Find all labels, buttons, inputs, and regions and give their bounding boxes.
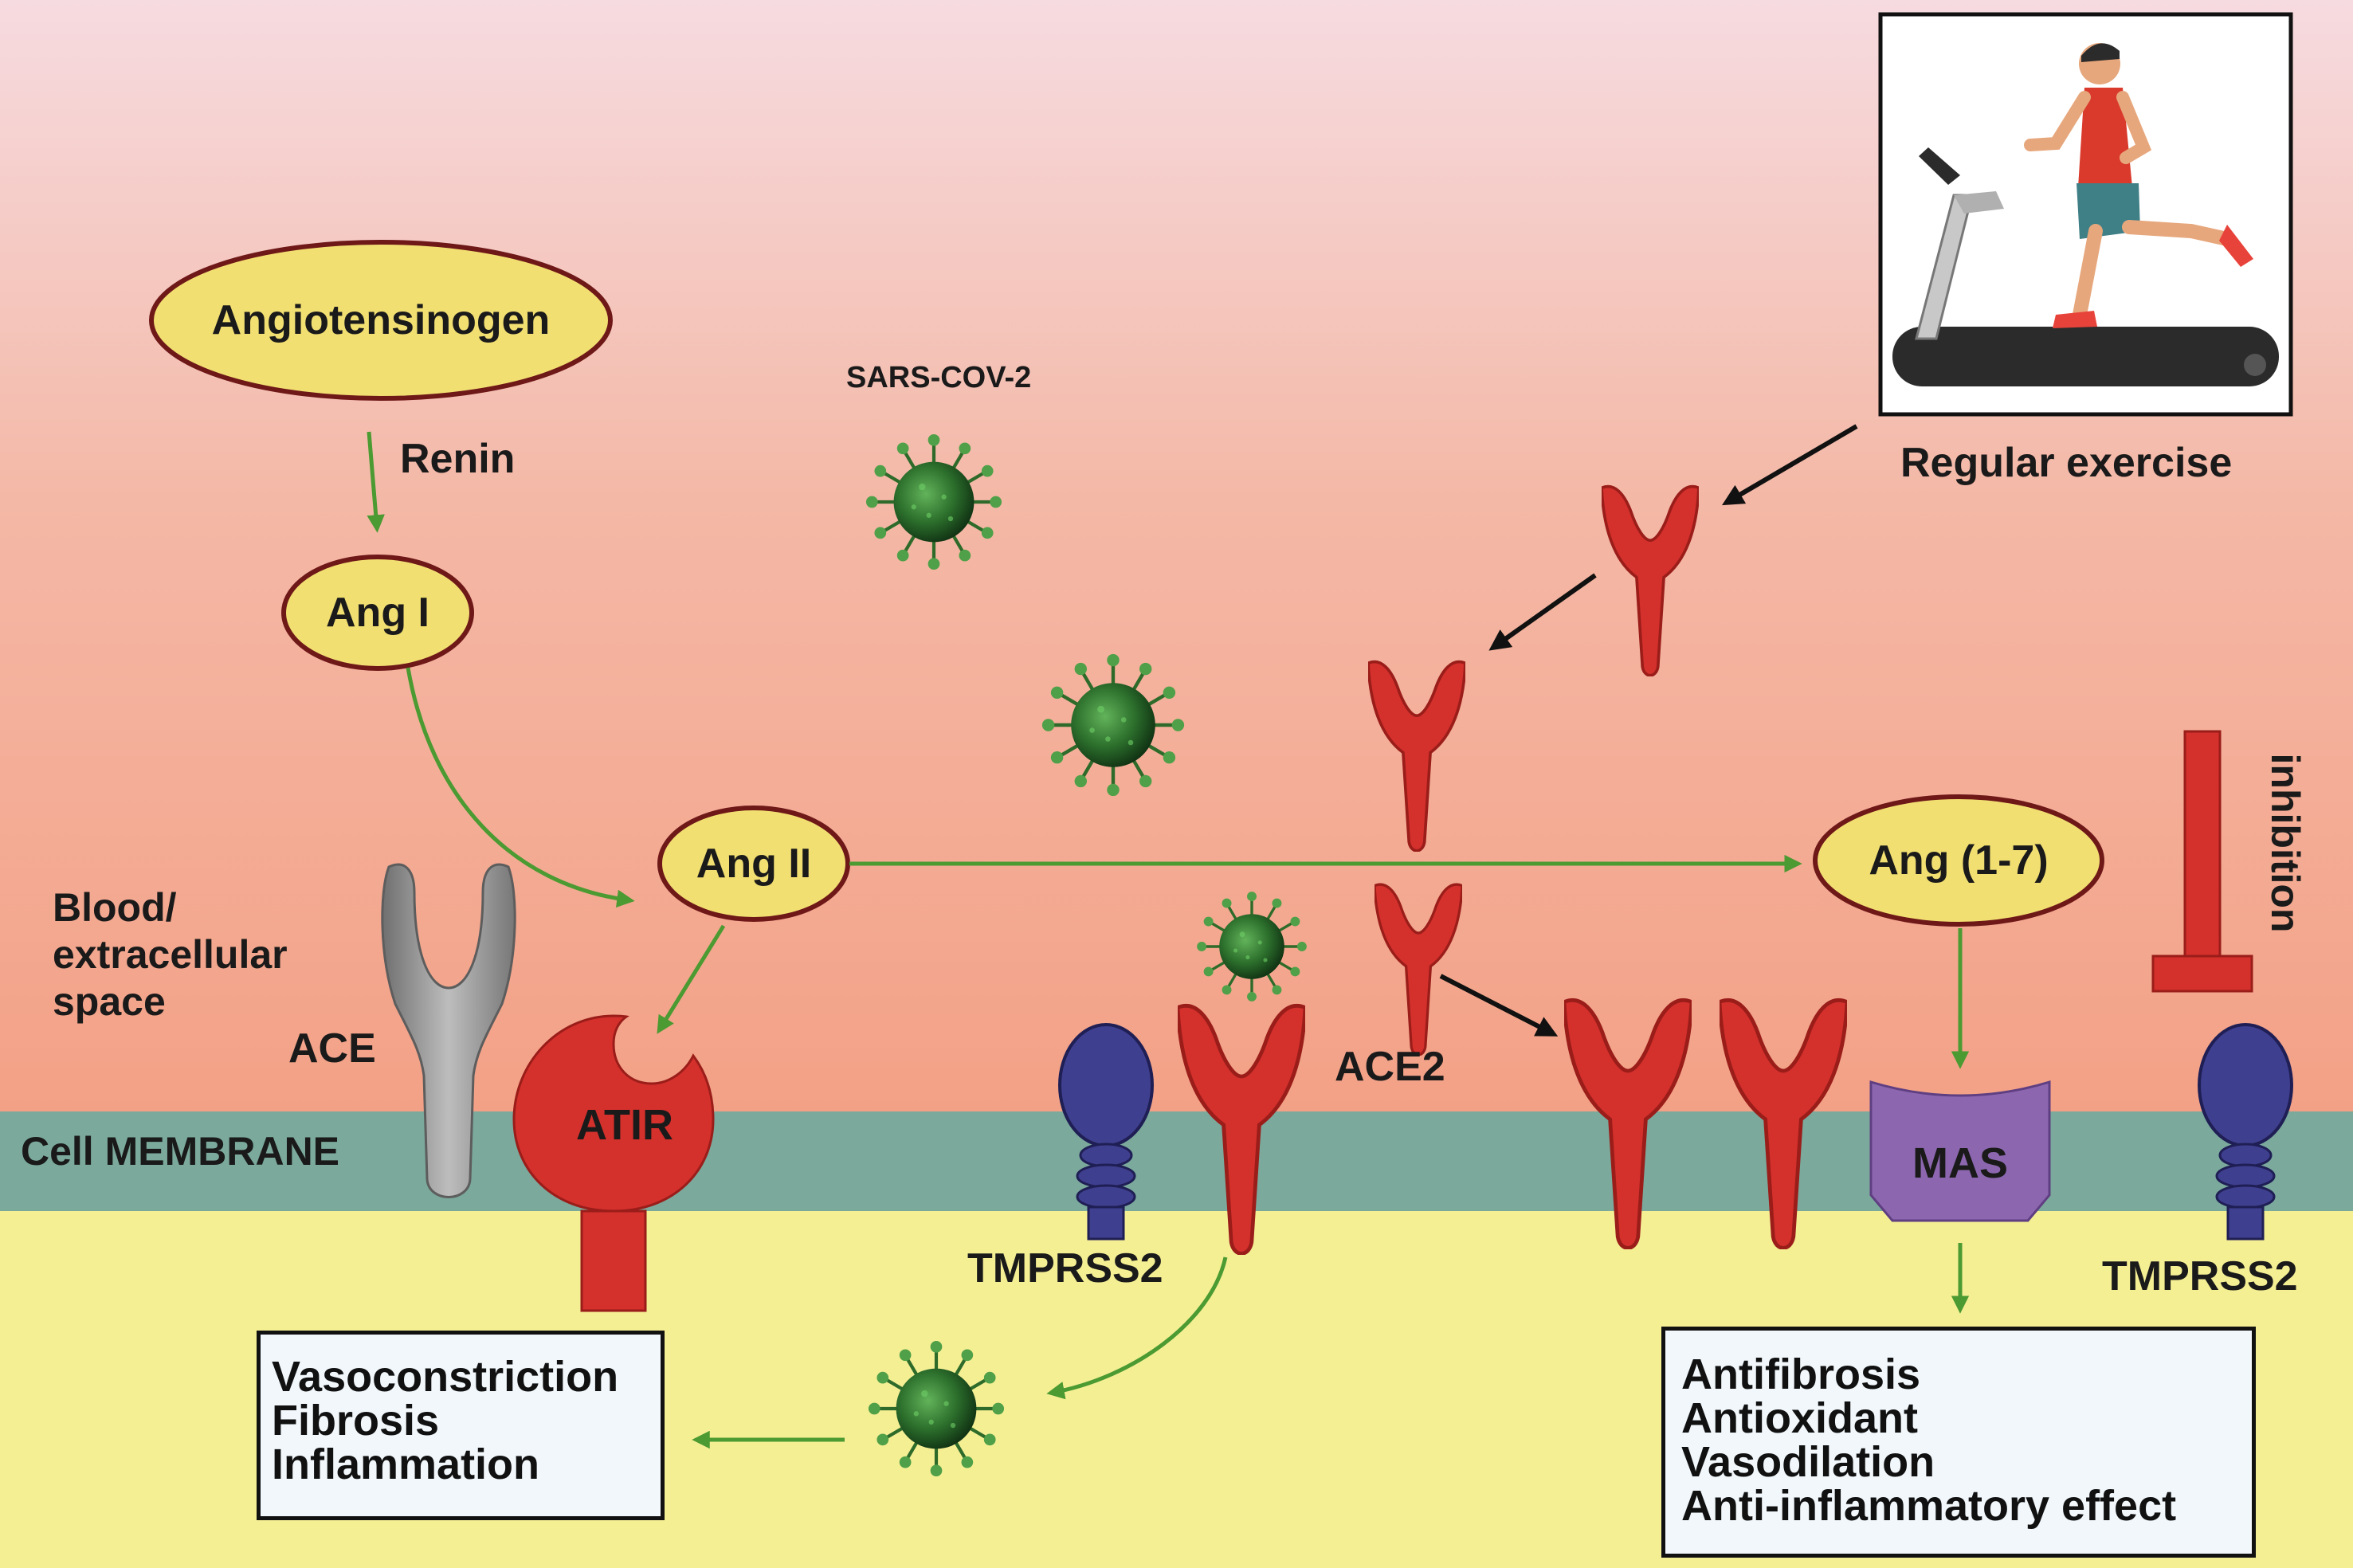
inhibition-symbol xyxy=(2151,730,2253,993)
ang2-node xyxy=(657,806,850,922)
tmprss2-right-protein xyxy=(2198,1023,2293,1241)
arrow-ang2-to-atir xyxy=(657,924,726,1034)
arrow-angiotensinogen-to-ang1 xyxy=(367,431,385,533)
cell-membrane-label: Cell MEMBRANE xyxy=(21,1129,340,1174)
effect-antifibrosis: Antifibrosis xyxy=(1681,1350,1921,1398)
ang1-node xyxy=(281,555,474,671)
arrow-ace2-to-ace2 xyxy=(1488,573,1597,651)
arrow-exercise-to-ace2 xyxy=(1722,424,1858,506)
pathology-effects-box: Vasoconstriction Fibrosis Inflammation xyxy=(257,1331,665,1520)
mas-label: MAS xyxy=(1912,1139,2008,1187)
angiotensinogen-label: Angiotensinogen xyxy=(211,297,551,343)
treadmill-runner-icon xyxy=(1878,12,2293,417)
ang1-label: Ang I xyxy=(326,590,429,636)
tmprss2-left-protein xyxy=(1058,1023,1154,1241)
mas-receptor xyxy=(1869,1080,2051,1222)
arrow-ang1-to-ang2 xyxy=(406,667,635,908)
tmprss2-left-label: TMPRSS2 xyxy=(967,1245,1163,1292)
sars-cov-2-label: SARS-COV-2 xyxy=(846,361,1032,394)
ang2-label: Ang II xyxy=(696,841,812,887)
effect-vasoconstriction: Vasoconstriction xyxy=(272,1353,619,1401)
ang17-node xyxy=(1813,794,2104,927)
ace-label: ACE xyxy=(288,1025,376,1072)
ace2-label: ACE2 xyxy=(1335,1044,1445,1090)
effect-antioxidant: Antioxidant xyxy=(1681,1394,1918,1443)
ang17-label: Ang (1-7) xyxy=(1869,837,2049,884)
protective-effects-box: Antifibrosis Antioxidant Vasodilation An… xyxy=(1661,1327,2256,1558)
atir-receptor xyxy=(512,1014,715,1312)
blood-extracellular-label: Blood/ extracellular space xyxy=(53,884,288,1025)
angiotensinogen-node xyxy=(149,240,613,401)
effect-fibrosis: Fibrosis xyxy=(272,1397,440,1445)
arrow-ace2-to-virus xyxy=(1046,1256,1228,1400)
blood-line-2: extracellular xyxy=(53,932,288,977)
tmprss2-right-label: TMPRSS2 xyxy=(2102,1253,2298,1299)
inhibition-label: inhibition xyxy=(2263,753,2308,933)
renin-label: Renin xyxy=(400,436,516,482)
ace-receptor xyxy=(381,863,516,1198)
blood-line-1: Blood/ xyxy=(53,885,177,930)
effect-anti-inflammatory: Anti-inflammatory effect xyxy=(1681,1482,2177,1531)
regular-exercise-label: Regular exercise xyxy=(1900,440,2233,486)
effect-inflammation: Inflammation xyxy=(272,1441,540,1489)
blood-line-3: space xyxy=(53,979,166,1024)
arrow-ace2-to-membrane xyxy=(1439,974,1559,1037)
effect-vasodilation: Vasodilation xyxy=(1681,1438,1935,1487)
atir-label: ATIR xyxy=(576,1101,673,1149)
